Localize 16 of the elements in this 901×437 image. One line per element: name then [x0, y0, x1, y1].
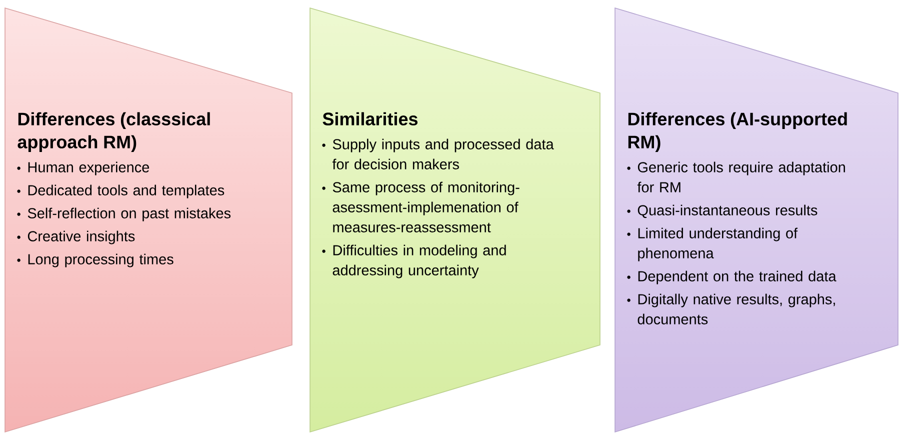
bullet-item: Long processing times — [17, 254, 174, 268]
bullet-item: Quasi-instantaneous results — [627, 204, 818, 218]
panel-heading: Differences (AI-supported RM) — [628, 112, 847, 152]
bullet-item: Digitally native results, graphs, documents — [627, 294, 835, 324]
bullet-item: Self-reflection on past mistakes — [17, 208, 231, 222]
bullet-item: Limited understanding of phenomena — [627, 228, 798, 262]
bullet-item: Dedicated tools and templates — [17, 184, 224, 198]
bullet-item: Generic tools require adaptation for RM — [627, 162, 845, 192]
bullet-item: Difficulties in modeling and addressing uncertainty — [322, 244, 506, 278]
panel-heading: Differences (classsical approach RM) — [18, 112, 210, 152]
bullet-item: Dependent on the trained data — [627, 270, 836, 284]
bullet-item: Supply inputs and processed data for decision makers — [322, 138, 554, 170]
bullet-item: Same process of monitoring-asessment-implemenation of measures-reassessment — [322, 182, 520, 232]
bullet-item: Creative insights — [17, 230, 135, 244]
panel-heading: Similarities — [322, 112, 418, 126]
bullet-item: Human experience — [17, 162, 150, 176]
